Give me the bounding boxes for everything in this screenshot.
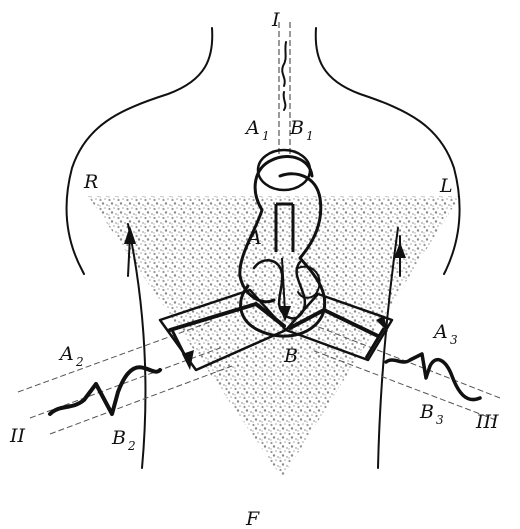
lead-I-trace: [282, 42, 286, 110]
label-foot: F: [245, 508, 260, 529]
lead-II-line-c: [50, 366, 232, 434]
label-B1: B: [289, 117, 304, 139]
label-left: L: [439, 175, 453, 197]
label-A: A: [246, 227, 262, 249]
label-A3: A: [432, 321, 448, 343]
label-B: B: [283, 345, 298, 367]
lead-II-waveform: [50, 367, 160, 414]
label-B2: B: [111, 427, 126, 449]
label-B1-sub: 1: [306, 129, 314, 143]
label-A1-sub: 1: [262, 129, 270, 143]
label-lead-III: III: [475, 411, 499, 433]
label-A2: A: [58, 343, 74, 365]
lead-III-waveform: [386, 354, 480, 400]
label-B2-sub: 2: [127, 439, 136, 453]
label-A3-sub: 3: [450, 333, 458, 347]
label-right: R: [83, 171, 98, 193]
label-lead-I: I: [271, 9, 280, 31]
label-A1: A: [244, 117, 260, 139]
label-A2-sub: 2: [75, 355, 84, 369]
label-B3-sub: 3: [436, 413, 444, 427]
label-B3: B: [419, 401, 434, 423]
label-lead-II: II: [9, 425, 26, 447]
lead-II-line-a: [18, 322, 210, 392]
